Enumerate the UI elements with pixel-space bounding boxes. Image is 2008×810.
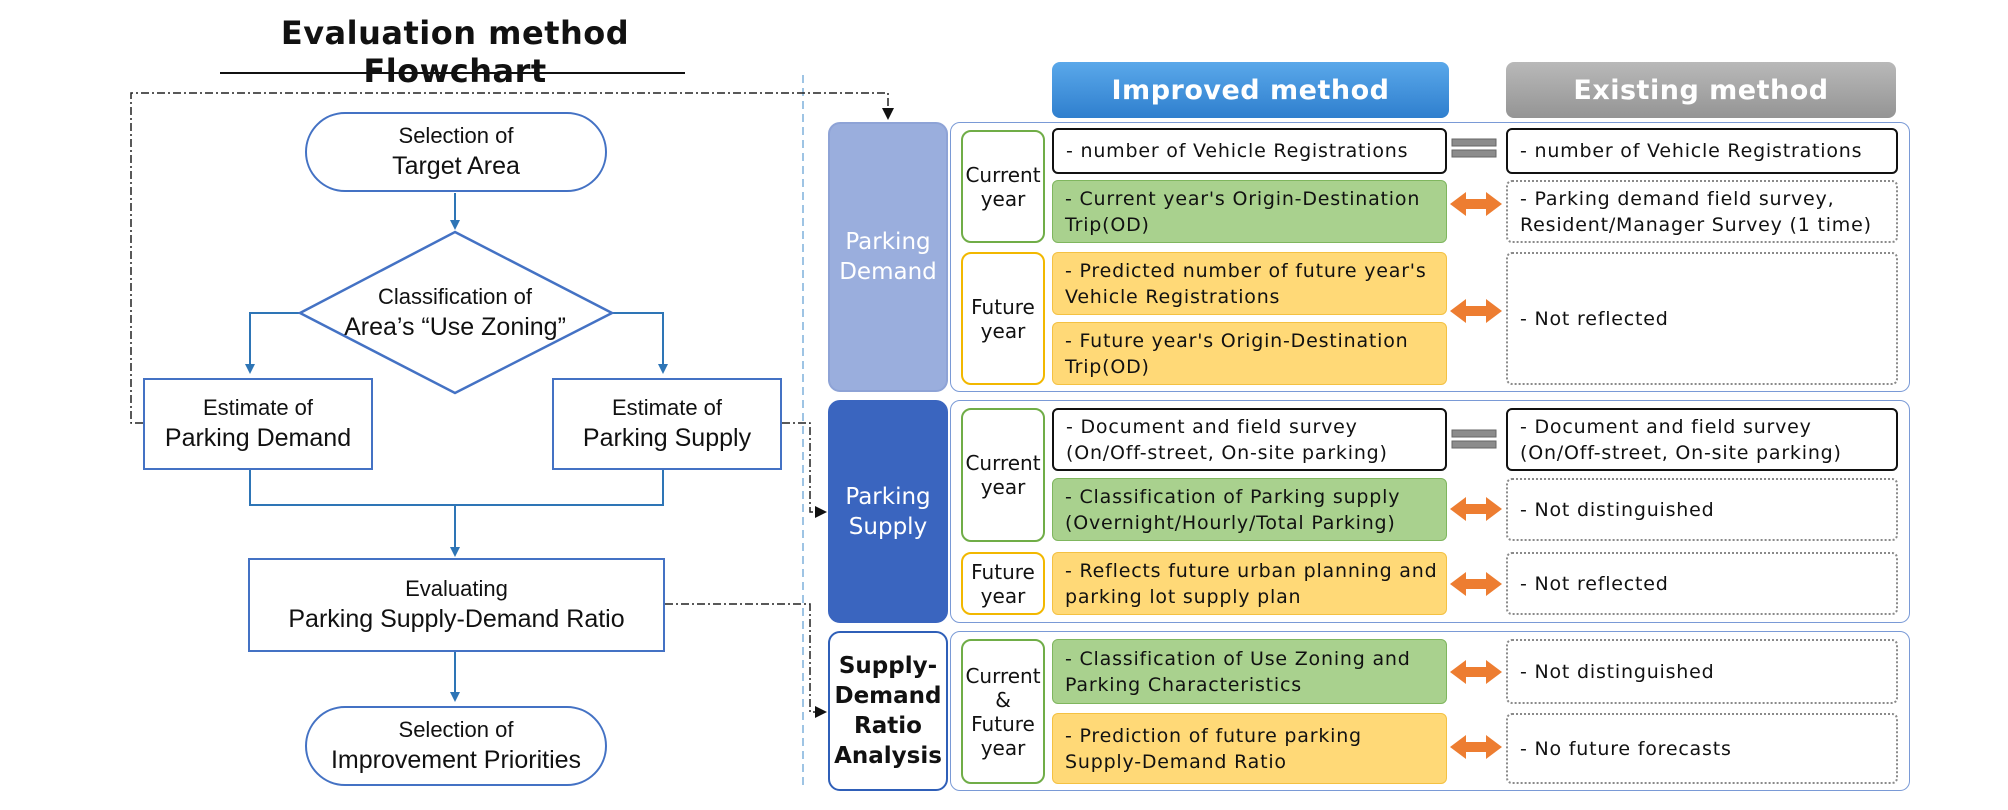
existing-not-reflected-supply: - Not reflected — [1506, 552, 1898, 615]
node-target-line2: Target Area — [392, 152, 520, 180]
improved-document-field-survey: - Document and field survey (On/Off-stre… — [1052, 408, 1447, 471]
section-ratio-frame — [950, 631, 1910, 791]
equal-sign-demand — [1451, 138, 1497, 158]
category-parking-supply: Parking Supply — [828, 400, 948, 623]
figure-title: Evaluation method Flowchart — [280, 14, 630, 90]
double-arrow-r2 — [1450, 735, 1502, 759]
arrow-zoning-to-supply — [612, 312, 668, 374]
arrow-zoning-to-demand — [245, 312, 300, 374]
category-parking-demand: Parking Demand — [828, 122, 948, 392]
improved-future-vehicle-registrations: - Predicted number of future year's Vehi… — [1052, 252, 1447, 315]
header-existing-method: Existing method — [1506, 62, 1896, 118]
link-ratio-to-table — [665, 603, 827, 718]
node-target-line1: Selection of — [398, 123, 514, 148]
existing-no-future-forecasts: - No future forecasts — [1506, 713, 1898, 784]
improved-use-zoning-classification: - Classification of Use Zoning and Parki… — [1052, 639, 1447, 704]
equal-sign-supply — [1451, 429, 1497, 449]
double-arrow-d34 — [1450, 299, 1502, 323]
node-supply-line2: Parking Supply — [582, 424, 752, 452]
improved-future-ratio-prediction: - Prediction of future parking Supply-De… — [1052, 713, 1447, 784]
node-ratio-line2: Parking Supply-Demand Ratio — [288, 605, 625, 633]
link-demand-to-table — [130, 92, 894, 424]
header-improved-method: Improved method — [1052, 62, 1449, 118]
section-supply-frame — [950, 400, 1910, 623]
double-arrow-d2 — [1450, 192, 1502, 216]
improved-future-urban-planning: - Reflects future urban planning and par… — [1052, 552, 1447, 615]
zoning-decision-diamond — [297, 230, 615, 395]
node-ratio-line1: Evaluating — [405, 576, 508, 601]
node-priorities-line2: Improvement Priorities — [330, 746, 582, 774]
year-supply-current: Current year — [961, 408, 1045, 542]
node-target-area: Selection of Target Area — [305, 112, 607, 192]
category-ratio-analysis: Supply- Demand Ratio Analysis — [828, 631, 948, 791]
section-demand-frame — [950, 122, 1910, 392]
year-supply-future: Future year — [961, 552, 1045, 615]
node-priorities-line1: Selection of — [398, 717, 514, 742]
year-demand-future: Future year — [961, 252, 1045, 385]
improved-current-od-trip: - Current year's Origin-Destination Trip… — [1052, 180, 1447, 243]
double-arrow-s2 — [1450, 497, 1502, 521]
existing-vehicle-registrations: - number of Vehicle Registrations — [1506, 128, 1898, 174]
node-parking-supply: Estimate of Parking Supply — [552, 378, 782, 470]
merge-demand-supply — [249, 470, 664, 506]
node-improvement-priorities: Selection of Improvement Priorities — [305, 706, 607, 786]
double-arrow-r1 — [1450, 660, 1502, 684]
year-demand-current: Current year — [961, 130, 1045, 243]
improved-future-od-trip: - Future year's Origin-Destination Trip(… — [1052, 322, 1447, 385]
year-ratio-current-future: Current & Future year — [961, 639, 1045, 784]
double-arrow-s3 — [1450, 572, 1502, 596]
improved-parking-supply-classification: - Classification of Parking supply (Over… — [1052, 478, 1447, 541]
existing-not-distinguished-ratio: - Not distinguished — [1506, 639, 1898, 704]
node-zoning-line1: Classification of — [377, 284, 533, 309]
node-supply-line1: Estimate of — [611, 395, 723, 420]
existing-not-distinguished-supply: - Not distinguished — [1506, 478, 1898, 541]
node-demand-line2: Parking Demand — [164, 424, 352, 452]
node-supply-demand-ratio: Evaluating Parking Supply-Demand Ratio — [248, 558, 665, 652]
node-parking-demand: Estimate of Parking Demand — [143, 378, 373, 470]
improved-vehicle-registrations: - number of Vehicle Registrations — [1052, 128, 1447, 174]
existing-field-survey: - Parking demand field survey, Resident/… — [1506, 180, 1898, 243]
link-supply-to-table — [782, 422, 827, 518]
title-underline — [220, 72, 685, 74]
node-demand-line1: Estimate of — [202, 395, 314, 420]
existing-document-field-survey: - Document and field survey (On/Off-stre… — [1506, 408, 1898, 471]
node-zoning-text: Classification of Area’s “Use Zoning” — [315, 270, 595, 356]
node-zoning-line2: Area’s “Use Zoning” — [344, 313, 566, 341]
existing-not-reflected-demand: - Not reflected — [1506, 252, 1898, 385]
